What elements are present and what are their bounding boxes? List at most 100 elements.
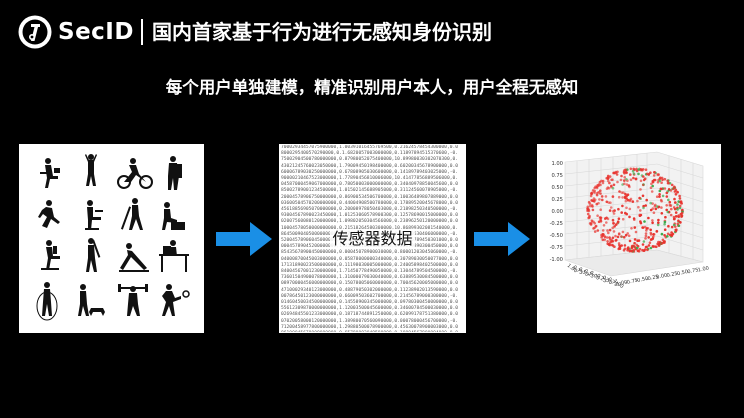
plot-point xyxy=(678,206,682,210)
plot-point xyxy=(631,169,635,173)
plot-point xyxy=(656,223,660,227)
plot-point xyxy=(625,197,628,200)
plot-point xyxy=(636,239,639,242)
plot-point xyxy=(608,175,612,178)
plot-point xyxy=(595,193,599,197)
x-tick-label: -1.00 xyxy=(614,279,628,288)
plot-point xyxy=(647,172,651,176)
header-divider xyxy=(141,19,143,45)
plot-point xyxy=(652,235,655,239)
plot-point xyxy=(599,208,602,211)
plot-point xyxy=(621,204,624,208)
plot-point xyxy=(608,228,612,232)
plot-point xyxy=(668,200,672,204)
plot-point xyxy=(678,194,681,198)
plot-point xyxy=(667,188,671,191)
sensor-data-line: 02007560080120000000,1.09802050304566000… xyxy=(281,219,459,225)
plot-point xyxy=(602,224,606,227)
sensor-data-line: 73601504900078000000,1.31000079030040000… xyxy=(281,275,459,281)
plot-point xyxy=(603,235,607,238)
plot-point xyxy=(645,245,649,249)
plot-point xyxy=(663,187,667,190)
plot-point xyxy=(606,217,610,221)
plot-point xyxy=(593,222,596,225)
plot-point xyxy=(633,226,637,229)
sensor-data-line: 04587000459067000000,0.78050003000000000… xyxy=(281,182,459,188)
plot-point xyxy=(596,229,600,232)
plot-point xyxy=(660,206,663,209)
plot-point xyxy=(638,247,642,251)
plot-point xyxy=(649,228,652,232)
plot-point xyxy=(656,180,660,184)
plot-point xyxy=(621,217,625,221)
sensor-data-line: 55612309870000000000,1.12003500045600000… xyxy=(281,306,459,312)
plot-point xyxy=(661,238,665,242)
plot-point xyxy=(644,168,648,171)
plot-point xyxy=(630,227,633,230)
z-tick-label: -0.75 xyxy=(550,245,563,251)
right-arrow-icon xyxy=(216,222,272,256)
plot-point xyxy=(653,245,657,248)
plot-point xyxy=(633,168,637,171)
plot-point xyxy=(612,230,616,233)
plot-point xyxy=(594,185,597,188)
plot-point xyxy=(605,221,608,224)
plot-point xyxy=(607,186,611,190)
plot-point xyxy=(647,236,650,239)
plot-point xyxy=(670,225,674,229)
plot-point xyxy=(609,206,613,209)
secid-logo-icon xyxy=(18,15,52,49)
header: SecID 国内首家基于行为进行无感知身份识别 xyxy=(0,0,744,64)
plot-point xyxy=(665,204,668,207)
sensor-data-line: 60006789030250000000,0.67808905030600000… xyxy=(281,169,459,175)
plot-point xyxy=(644,232,648,235)
plot-point xyxy=(651,221,654,225)
plot-point xyxy=(664,215,667,219)
plot-point xyxy=(632,244,636,248)
plot-point xyxy=(607,231,610,235)
plot-point xyxy=(674,215,678,218)
plot-point xyxy=(611,240,615,243)
plot-point xyxy=(616,235,620,239)
plot-point xyxy=(660,212,664,215)
3d-scatter-plot-icon: 1.000.750.500.250.00-0.25-0.50-0.75-1.00… xyxy=(550,151,710,290)
plot-point xyxy=(593,189,596,193)
plot-point xyxy=(674,193,678,196)
plot-point xyxy=(640,168,644,172)
plot-point xyxy=(603,238,606,241)
plot-point xyxy=(652,233,656,236)
plot-point xyxy=(597,191,600,194)
plot-point xyxy=(628,185,631,189)
plot-point xyxy=(628,207,632,211)
plot-point xyxy=(634,230,638,234)
z-tick-label: 0.25 xyxy=(551,197,563,203)
plot-point xyxy=(677,214,680,217)
plot-point xyxy=(616,180,619,184)
sensor-data-label: 传感器数据 xyxy=(330,229,415,248)
plot-point xyxy=(604,195,608,198)
plot-point xyxy=(611,226,614,230)
plot-point xyxy=(629,178,633,182)
plot-point xyxy=(622,191,625,194)
plot-point xyxy=(670,234,674,237)
plot-point xyxy=(641,183,645,187)
plot-point xyxy=(676,203,679,206)
plot-point xyxy=(651,245,655,248)
plot-point xyxy=(608,181,611,185)
plot-point xyxy=(644,237,647,240)
plot-point xyxy=(667,198,670,202)
plot-point xyxy=(598,216,602,219)
plot-point xyxy=(660,242,664,245)
plot-point xyxy=(625,206,628,210)
plot-point xyxy=(673,207,677,211)
activity-silhouettes-panel xyxy=(19,144,204,333)
sensor-data-line: 85435678900450000000,0.00045078900030000… xyxy=(281,250,459,256)
x-tick-label: 0.25 xyxy=(666,271,678,279)
plot-point xyxy=(650,190,654,193)
plot-point xyxy=(628,249,632,253)
plot-point xyxy=(670,183,674,187)
plot-point xyxy=(652,174,656,177)
plot-point xyxy=(590,191,593,195)
sensor-data-line: 84004567001230000000,1.71450778490050000… xyxy=(281,269,459,275)
plot-point xyxy=(666,235,669,238)
